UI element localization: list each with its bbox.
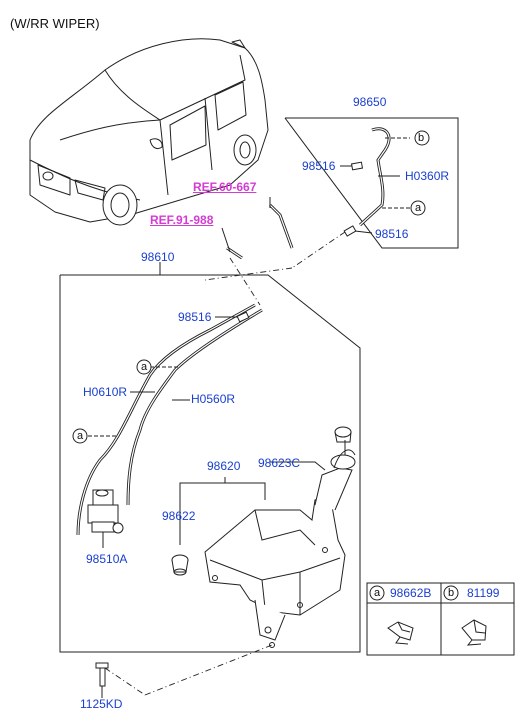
washer-pump [87, 489, 124, 548]
part-98516-label-right[interactable]: 98516 [375, 227, 409, 241]
callout-circles [72, 130, 459, 601]
part-98623C-label[interactable]: 98623C [258, 456, 301, 470]
callout-a-right: a [415, 202, 422, 214]
callout-b-top: b [418, 132, 425, 144]
vehicle-illustration [29, 38, 269, 226]
legend-table [366, 582, 515, 656]
part-98622-label[interactable]: 98622 [162, 509, 196, 523]
part-98620-label[interactable]: 98620 [207, 459, 241, 473]
washer-reservoir [204, 426, 356, 648]
reference-60-667[interactable]: REF.60-667 [193, 180, 257, 194]
reference-91-988[interactable]: REF.91-988 [150, 213, 214, 227]
part-1125KD-label[interactable]: 1125KD [80, 697, 123, 711]
bolt-1125KD [95, 662, 109, 698]
callout-a-hose-1: a [141, 361, 148, 373]
part-98510A-label[interactable]: 98510A [86, 552, 128, 566]
part-H0610R-label[interactable]: H0610R [83, 385, 128, 399]
part-H0360R-label[interactable]: H0360R [405, 169, 450, 183]
part-98610-label[interactable]: 98610 [141, 250, 175, 264]
callout-a-hose-2: a [77, 430, 84, 442]
rear-hose-box [284, 117, 459, 249]
legend-part-81199[interactable]: 81199 [467, 586, 500, 600]
part-H0560R-label[interactable]: H0560R [191, 392, 236, 406]
part-98650-label[interactable]: 98650 [353, 95, 387, 109]
dash-links [104, 231, 346, 696]
part-98516-label-main[interactable]: 98516 [178, 310, 212, 324]
grommet [171, 554, 189, 576]
legend-letter-a: a [374, 587, 381, 599]
variant-title: (W/RR WIPER) [10, 16, 100, 31]
legend-letter-b: b [448, 587, 455, 599]
legend-part-98662B[interactable]: 98662B [390, 586, 432, 600]
part-98516-label-top[interactable]: 98516 [302, 159, 336, 173]
main-assembly-box [59, 262, 361, 653]
ref-hose-segment [221, 197, 294, 260]
